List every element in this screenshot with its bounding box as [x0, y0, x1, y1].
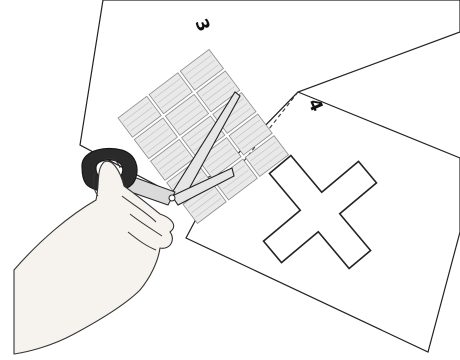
tile-texture-line	[130, 111, 157, 132]
tile-texture-line	[241, 129, 268, 150]
tile-texture-line	[170, 100, 197, 120]
tile-texture-line	[177, 109, 204, 130]
tile-texture-line	[205, 81, 232, 102]
tile-texture-line	[226, 174, 253, 195]
tile-texture-line	[201, 76, 228, 97]
tile-texture-line	[142, 128, 169, 149]
tile-texture-line	[253, 146, 280, 166]
tile-texture-line	[155, 145, 182, 165]
tile-texture-line	[234, 119, 260, 140]
tile-texture-line	[195, 197, 222, 218]
tile-texture-line	[123, 102, 149, 122]
tile-texture-line	[186, 121, 213, 142]
tile-grid	[117, 48, 290, 224]
tile-texture-line	[250, 141, 277, 162]
tile-texture-line	[126, 106, 153, 127]
tile-texture-line	[161, 88, 188, 108]
tile-texture-line	[154, 78, 181, 99]
tile-texture-line	[210, 152, 237, 173]
tile-texture-line	[237, 124, 264, 145]
tile-texture-line	[202, 143, 229, 164]
tile-texture-line	[146, 133, 173, 153]
tile-texture-line	[222, 169, 249, 190]
tile-texture-line	[208, 86, 235, 106]
tile-texture-line	[191, 193, 218, 213]
tile-texture-line	[192, 64, 219, 85]
tile-texture-line	[162, 154, 189, 175]
tile-texture-line	[185, 55, 212, 75]
tile-texture-line	[188, 188, 214, 209]
tile-texture-line	[157, 83, 184, 104]
tile-texture-line	[188, 59, 215, 80]
tile-texture-line	[206, 148, 233, 168]
tile-texture-line	[257, 151, 284, 171]
hand-icon	[13, 157, 175, 355]
tile-texture-line	[174, 105, 200, 125]
tile-texture-line	[139, 123, 166, 144]
tile-texture-line	[159, 150, 186, 170]
cross-shape-icon	[262, 154, 378, 270]
tile-texture-line	[225, 107, 251, 128]
